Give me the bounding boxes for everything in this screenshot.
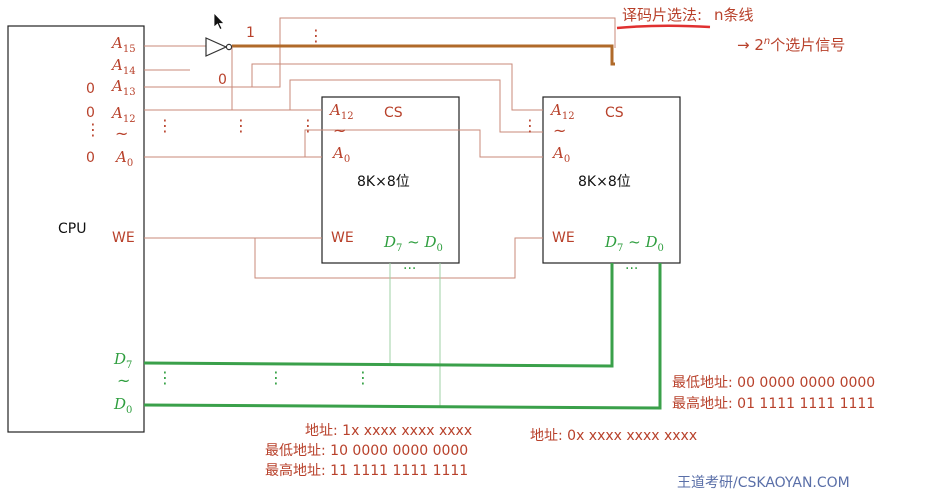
chip2-pin-a0: A0 [553,144,571,165]
chip2-cs: CS [605,105,624,121]
chip2-max-address: 最高地址: 01 1111 1111 1111 [672,396,876,412]
chip2-size: 8K×8位 [578,174,631,190]
cpu-value-a12: 0 [86,105,95,121]
wire-a0-chip2 [304,129,543,158]
chip2-pin-a12: A12 [551,101,575,122]
cpu-pin-d7: D7 [114,350,133,371]
cpu-box [7,25,145,433]
cpu-vdots: ⋮ [85,120,101,139]
wire-we-chip2 [254,237,543,279]
chip2-we: WE [552,230,575,246]
heading-arrow: → 2 [737,36,764,54]
cpu-label: CPU [58,221,87,237]
cpu-pin-a14: A14 [112,56,136,77]
data-vdots-1: ⋮ [157,368,173,387]
chip1-size: 8K×8位 [357,174,410,190]
chip1-pin-a0: A0 [333,144,351,165]
wire-a12-chip2 [289,79,543,133]
heading-arrow-line: → 2n个选片信号 [737,37,845,53]
data-vdots-3: ⋮ [355,368,371,387]
chip1-ellipsis: ··· [403,261,417,277]
chip1-pin-a12: A12 [330,101,354,122]
inverter-bubble [225,43,233,51]
cpu-value-a0: 0 [86,150,95,166]
wire-a13 [144,17,616,88]
addr-vdots-4: ⋮ [522,116,538,135]
cpu-pin-a15: A15 [112,34,136,55]
chip1-max-address: 最高地址: 11 1111 1111 1111 [265,463,469,479]
addr-vdots-1: ⋮ [157,116,173,135]
select-bus [232,44,615,66]
inverter-out-value: 1 [246,25,255,41]
chip1-cs: CS [384,105,403,121]
chip1-min-address: 最低地址: 10 0000 0000 0000 [265,443,469,459]
chip2-min-address: 最低地址: 00 0000 0000 0000 [672,375,876,391]
cpu-pin-a0: A0 [116,148,134,169]
cpu-pin-we: WE [112,230,135,246]
wire-a13-chip2 [251,63,543,111]
cpu-value-a13: 0 [86,81,95,97]
chip2-box [542,96,681,264]
data-bus-d7 [143,263,614,368]
heading-suffix: n条线 [714,6,754,24]
addr-vdots-2: ⋮ [233,116,249,135]
chip1-address-pattern: 地址: 1x xxxx xxxx xxxx [305,423,473,439]
heading-sup: n [763,36,771,47]
cpu-pin-a12: A12 [112,104,136,125]
data-bus-d0 [143,263,662,410]
cpu-tilde-a: ~ [115,124,129,143]
inverter-triangle [205,37,228,57]
data-vdots-2: ⋮ [268,368,284,387]
heading-underline [616,24,711,30]
chip2-address-pattern: 地址: 0x xxxx xxxx xxxx [530,428,698,444]
heading-label: 译码片选法: [622,6,703,24]
top-vdots: ⋮ [308,26,324,45]
heading-tail: 个选片信号 [770,36,846,54]
chip1-data-range: D7 ~ D0 [384,233,443,254]
chip1-box [321,96,460,264]
chip2-ellipsis: ··· [625,261,639,277]
mouse-cursor-icon [213,12,225,31]
cpu-pin-d0: D0 [114,395,133,416]
cpu-pin-a13: A13 [112,77,136,98]
chip1-tilde: ~ [333,121,347,140]
addr-vdots-3: ⋮ [300,116,316,135]
watermark: 王道考研/CSKAOYAN.COM [677,475,850,491]
chip1-we: WE [331,230,354,246]
inverter-a13-value: 0 [218,72,227,88]
chip2-data-range: D7 ~ D0 [605,233,664,254]
cpu-tilde-d: ~ [117,371,131,390]
chip2-tilde: ~ [553,121,567,140]
